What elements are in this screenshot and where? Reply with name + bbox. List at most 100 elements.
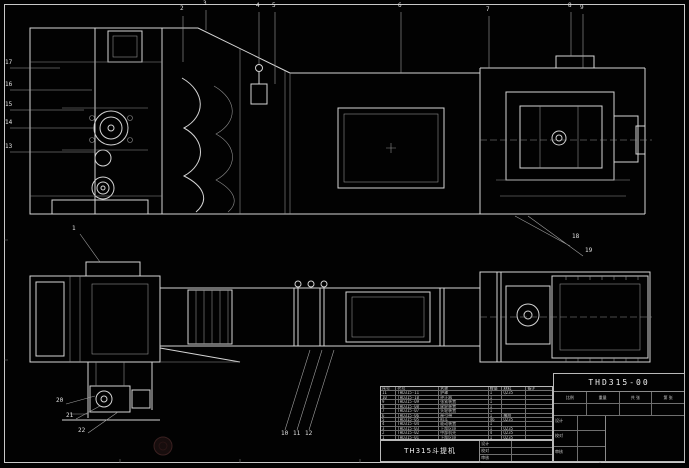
tb-check-label: 校对 xyxy=(554,431,579,446)
sheet-frame xyxy=(4,4,685,463)
bom-cell: 材料 xyxy=(502,387,527,391)
bom-cell: Q235 xyxy=(502,435,527,440)
leader-lines-top xyxy=(10,10,584,153)
bom-cell: 橡胶 xyxy=(502,413,527,417)
bom-cell: 下部区段 xyxy=(439,435,489,440)
blank-cell xyxy=(554,404,587,415)
part-callout: 1 xyxy=(72,225,76,232)
bom-cell: 数量 xyxy=(489,387,503,391)
bom-cell: 9 xyxy=(381,400,397,404)
sig-approve-value xyxy=(512,455,552,461)
frame-ticks xyxy=(4,119,601,463)
bom-cell: 头轮装置 xyxy=(439,409,489,413)
bom-cell: 逆止器 xyxy=(439,395,489,400)
bom-cell: 1 xyxy=(489,409,503,413)
bom-header-row: 序号代号名称数量材料备注 xyxy=(381,387,552,391)
part-callout: 9 xyxy=(580,4,584,11)
part-callout: 5 xyxy=(272,2,276,9)
drawing-number: THD315-00 xyxy=(554,374,684,392)
bom-cell: 张紧装置 xyxy=(439,400,489,404)
signature-row: 校对 xyxy=(480,447,552,454)
part-callout: 22 xyxy=(78,427,86,434)
bom-cell: Q235 xyxy=(502,426,527,431)
part-callout: 10 xyxy=(281,430,289,437)
bom-cell xyxy=(502,422,527,426)
bom-cell: THD315-05 xyxy=(396,418,440,422)
leader-lines-bottom xyxy=(65,215,584,434)
title-sig-column: 设计 校对 审核 xyxy=(554,416,606,461)
part-callout: 14 xyxy=(5,119,13,126)
bom-cell: THD315-03 xyxy=(396,426,440,431)
bom-cell: 料斗 xyxy=(439,418,489,422)
bom-cell: THD315-08 xyxy=(396,404,440,409)
signature-row: 审核 xyxy=(480,454,552,461)
bom-cell: 序号 xyxy=(381,387,397,391)
scale-label: 比例 xyxy=(554,392,587,403)
bom-cell: 1 xyxy=(381,435,397,440)
bom-cell: 牵引带 xyxy=(439,413,489,417)
sheets-label: 共 张 xyxy=(620,392,653,403)
bom-cell: 4 xyxy=(489,431,503,435)
sig-approve-label: 审核 xyxy=(480,455,513,461)
bom-cell: 1 xyxy=(489,391,503,395)
tb-design-label: 设计 xyxy=(554,416,579,431)
weight-label: 重量 xyxy=(587,392,620,403)
part-callout: 6 xyxy=(398,2,402,9)
title-sig-row: 校对 xyxy=(554,430,605,446)
bom-cell: 10 xyxy=(381,395,397,400)
bom-cell: 护罩 xyxy=(439,391,489,395)
part-callout: 17 xyxy=(5,59,13,66)
part-callout: 21 xyxy=(66,412,74,419)
bom-cell: 上部区段 xyxy=(439,426,489,431)
bom-cell xyxy=(502,395,527,400)
bom-cell: 2 xyxy=(381,431,397,435)
tb-check-value xyxy=(578,431,605,445)
bom-cell xyxy=(502,400,527,404)
part-callout: 12 xyxy=(305,430,313,437)
bom-cell: 1 xyxy=(489,435,503,440)
bom-cell xyxy=(502,404,527,409)
bom-cell: THD315-10 xyxy=(396,395,440,400)
part-callout: 7 xyxy=(486,6,490,13)
bom-cell xyxy=(502,409,527,413)
bom-cell: 尾轮装置 xyxy=(439,404,489,409)
drawing-name: TH315斗提机 xyxy=(381,441,481,461)
title-block-row: 比例 重量 共 张 第 张 xyxy=(554,392,684,404)
tb-approve-label: 审核 xyxy=(554,446,579,461)
bom-cell: 5 xyxy=(381,418,397,422)
bom-cell: 中部机壳 xyxy=(439,431,489,435)
stamp-logo xyxy=(153,436,173,456)
bom-cell: THD315-11 xyxy=(396,391,440,395)
bottom-view-fine xyxy=(69,276,652,415)
tb-approve-value xyxy=(578,447,605,461)
bom-cell: THD315-04 xyxy=(396,422,440,426)
part-callout: 8 xyxy=(568,2,572,9)
part-callout: 3 xyxy=(203,0,207,7)
bom-cell: 3 xyxy=(381,426,397,431)
bom-cell: 6 xyxy=(381,413,397,417)
blank-cell xyxy=(620,404,653,415)
signature-grid: 设计 校对 审核 xyxy=(480,441,552,461)
bom-cell xyxy=(526,436,552,439)
bom-cell: THD315-07 xyxy=(396,409,440,413)
top-view xyxy=(29,27,646,215)
part-callout: 16 xyxy=(5,81,13,88)
title-sig-row: 审核 xyxy=(554,445,605,461)
bom-footer: TH315斗提机 设计 校对 审核 xyxy=(380,440,553,462)
tb-design-value xyxy=(578,416,605,430)
part-callout: 15 xyxy=(5,101,13,108)
bom-cell: 备注 xyxy=(527,387,536,391)
bom-cell: 1 xyxy=(489,404,503,409)
title-block-row xyxy=(554,404,684,416)
bottom-view xyxy=(29,261,651,421)
bom-cell: 名称 xyxy=(439,387,489,391)
